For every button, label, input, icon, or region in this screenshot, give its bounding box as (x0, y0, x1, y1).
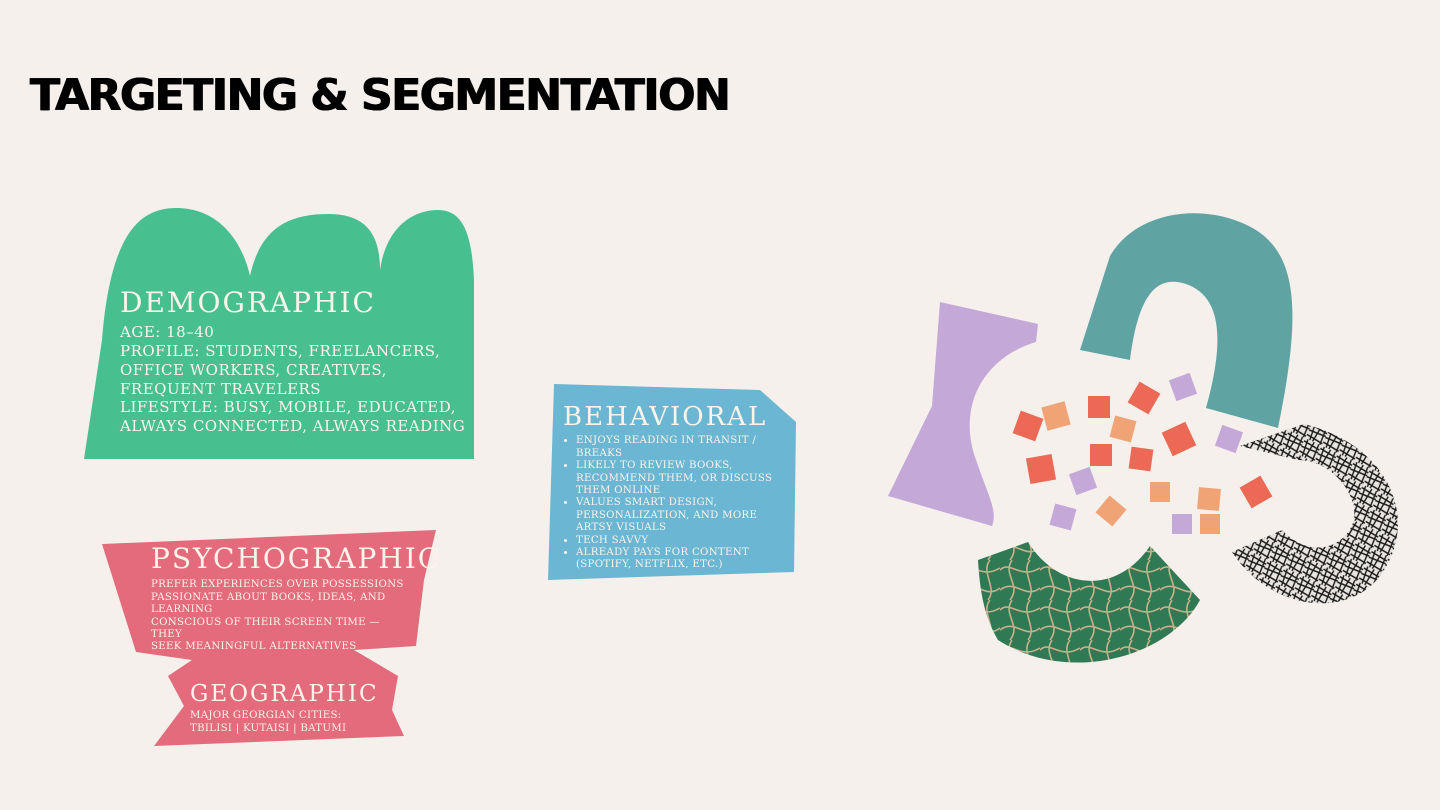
green-arc (978, 542, 1200, 663)
psychographic-line: LEARNING (151, 604, 213, 616)
demographic-line: FREQUENT TRAVELERS (120, 379, 322, 398)
decorative-collage (880, 200, 1420, 684)
geographic-line: MAJOR GEORGIAN CITIES: (190, 710, 342, 722)
teal-arch (1080, 213, 1293, 428)
behavioral-bullet: VALUES SMART DESIGN, PERSONALIZATION, AN… (576, 497, 795, 534)
geographic-heading: GEOGRAPHIC (190, 681, 379, 707)
demographic-line: ALWAYS CONNECTED, ALWAYS READING (120, 416, 466, 435)
behavioral-shape (548, 384, 796, 580)
collage-shapes (888, 213, 1398, 663)
behavioral-bullet-list: ENJOYS READING IN TRANSIT / BREAKS LIKEL… (563, 435, 795, 571)
demographic-shape (84, 208, 474, 459)
psychographic-shape (102, 530, 436, 746)
psychographic-line: PASSIONATE ABOUT BOOKS, IDEAS, AND (151, 591, 386, 603)
behavioral-heading: BEHAVIORAL (563, 402, 768, 432)
scribble-crescent (1232, 424, 1398, 604)
demographic-line: LIFESTYLE: BUSY, MOBILE, EDUCATED, (120, 398, 456, 417)
geographic-line: TBILISI | KUTAISI | BATUMI (190, 722, 347, 734)
demographic-line: AGE: 18–40 (120, 323, 215, 342)
psychographic-line: PREFER EXPERIENCES OVER POSSESSIONS (151, 579, 404, 591)
behavioral-bullet: TECH SAVVY (576, 535, 795, 547)
slide-title: TARGETING & SEGMENTATION (30, 70, 731, 121)
demographic-line: PROFILE: STUDENTS, FREELANCERS, (120, 342, 441, 361)
demographic-line: OFFICE WORKERS, CREATIVES, (120, 360, 387, 379)
behavioral-bullet: ENJOYS READING IN TRANSIT / BREAKS (576, 435, 795, 460)
behavioral-bullet: LIKELY TO REVIEW BOOKS, RECOMMEND THEM, … (576, 460, 795, 497)
psychographic-line: SEEK MEANINGFUL ALTERNATIVES (151, 641, 357, 653)
lavender-shape (888, 302, 1038, 526)
psychographic-line: CONSCIOUS OF THEIR SCREEN TIME — THEY (151, 616, 380, 641)
psychographic-heading: PSYCHOGRAPHIC (151, 542, 442, 575)
demographic-card: DEMOGRAPHIC AGE: 18–40 PROFILE: STUDENTS… (80, 200, 480, 462)
behavioral-card: BEHAVIORAL ENJOYS READING IN TRANSIT / B… (544, 382, 800, 582)
psychographic-geographic-card: PSYCHOGRAPHIC PREFER EXPERIENCES OVER PO… (98, 526, 442, 752)
demographic-heading: DEMOGRAPHIC (120, 286, 376, 319)
behavioral-bullet: ALREADY PAYS FOR CONTENT (SPOTIFY, NETFL… (576, 547, 795, 572)
